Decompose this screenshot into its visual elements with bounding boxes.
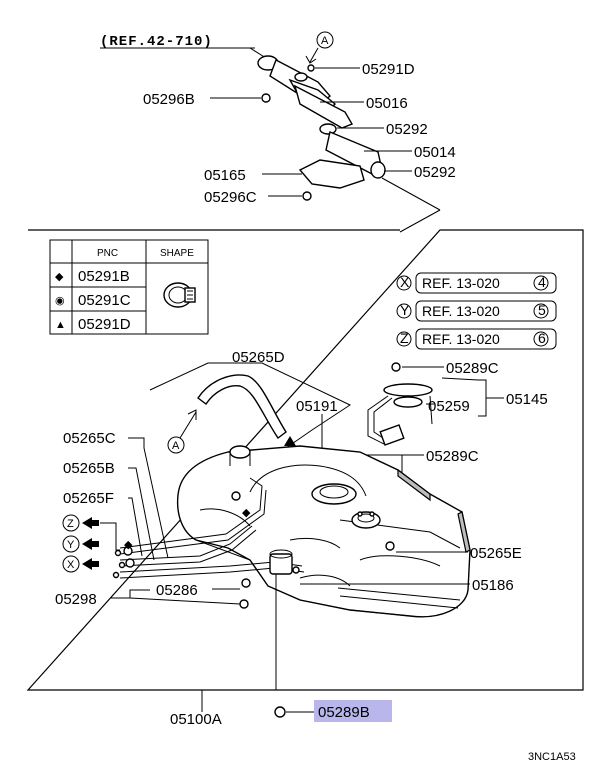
svg-text:X: X [67,559,75,571]
svg-text:Y: Y [400,302,410,318]
clamp-05292-mid-icon [370,161,386,179]
circle-a-inner-icon: A [167,409,197,454]
svg-text:REF. 13-020: REF. 13-020 [422,303,500,319]
ref-top-label[interactable]: (REF.42-710) [100,34,213,50]
callout-05298[interactable]: 05298 [55,591,97,608]
clip-05291d-icon [307,64,315,72]
callout-05265b[interactable]: 05265B [63,460,115,477]
fuel-pipes [112,477,305,579]
legend-pnc-3: 05291D [78,316,131,333]
callout-05265c[interactable]: 05265C [63,430,116,447]
svg-text:Z: Z [67,518,74,530]
clip-05265e-icon [385,541,395,551]
callout-05292-mid[interactable]: 05292 [414,164,456,181]
callout-05265d[interactable]: 05265D [232,349,285,366]
nut-05298-icon [239,599,249,609]
callout-05289c-top[interactable]: 05289C [446,360,499,377]
callout-05289b[interactable]: 05289B [318,704,370,721]
callout-05296c[interactable]: 05296C [204,189,257,206]
callout-05291d[interactable]: 05291D [362,61,415,78]
legend-col-pnc: PNC [97,248,118,259]
diamond-marker-2: ◆ [242,507,251,519]
hose-ref-z[interactable]: Z [62,514,120,551]
legend-symbol-1: ◆ [55,271,64,283]
svg-text:REF. 13-020: REF. 13-020 [422,331,500,347]
callout-05259[interactable]: 05259 [428,398,470,415]
svg-text:A: A [321,35,329,47]
svg-text:X: X [400,274,410,290]
clamp-05292-top-icon [319,123,337,135]
callout-05145[interactable]: 05145 [506,391,548,408]
diagram-code: 3NC1A53 [528,751,576,763]
callout-05292-top[interactable]: 05292 [386,121,428,138]
callout-05165[interactable]: 05165 [204,167,246,184]
circle-a-top-icon: A [305,31,334,64]
filler-neck-pipe [257,55,354,129]
callout-05100a[interactable]: 05100A [170,711,222,728]
callout-05286[interactable]: 05286 [156,582,198,599]
legend-symbol-2: ◉ [55,295,65,307]
svg-text:5: 5 [538,302,546,318]
callout-05186[interactable]: 05186 [472,577,514,594]
callout-05265e[interactable]: 05265E [470,545,522,562]
fuel-filter-05186 [269,549,300,690]
svg-text:6: 6 [538,330,546,346]
diamond-marker-1: ◆ [124,539,133,551]
nut-05286-icon [241,578,251,588]
callout-05289c-mid[interactable]: 05289C [426,448,479,465]
legend-pnc-2: 05291C [78,292,131,309]
highlight-05289b [314,700,392,722]
fuel-tank-05100a [176,445,471,618]
ref-x-row[interactable]: X REF. 13-020 4 [396,272,557,294]
bracket-05165 [298,159,365,189]
bolt-05296c-icon [302,191,312,201]
legend-col-shape: SHAPE [160,248,194,259]
svg-text:A: A [172,440,180,452]
svg-text:Y: Y [67,539,75,551]
ref-z-row[interactable]: Z REF. 13-020 6 [396,328,557,350]
bolt-05296b-icon [261,93,271,103]
legend-table: PNC SHAPE ◆ 05291B ◉ 05291C ▲ 05291D [49,239,209,335]
nut-05289c-top-icon [391,362,401,372]
callout-05016[interactable]: 05016 [366,95,408,112]
legend-symbol-3: ▲ [55,319,66,331]
nut-05289b-icon [274,706,286,718]
callout-05014[interactable]: 05014 [414,144,456,161]
hose-ref-x[interactable]: X [62,555,99,573]
sending-unit-05145 [367,383,433,446]
triangle-marker-icon [284,436,296,446]
svg-text:REF. 13-020: REF. 13-020 [422,275,500,291]
callout-05191[interactable]: 05191 [296,398,338,415]
callout-05296b[interactable]: 05296B [143,91,195,108]
callout-05265f[interactable]: 05265F [63,490,114,507]
clip-shape-icon [163,282,196,308]
svg-text:4: 4 [538,274,546,290]
hose-05265d [197,374,287,440]
svg-text:Z: Z [400,330,409,346]
hose-ref-y[interactable]: Y [62,535,99,553]
main-frame [26,229,584,691]
legend-pnc-1: 05291B [78,268,130,285]
ref-y-row[interactable]: Y REF. 13-020 5 [396,300,557,322]
